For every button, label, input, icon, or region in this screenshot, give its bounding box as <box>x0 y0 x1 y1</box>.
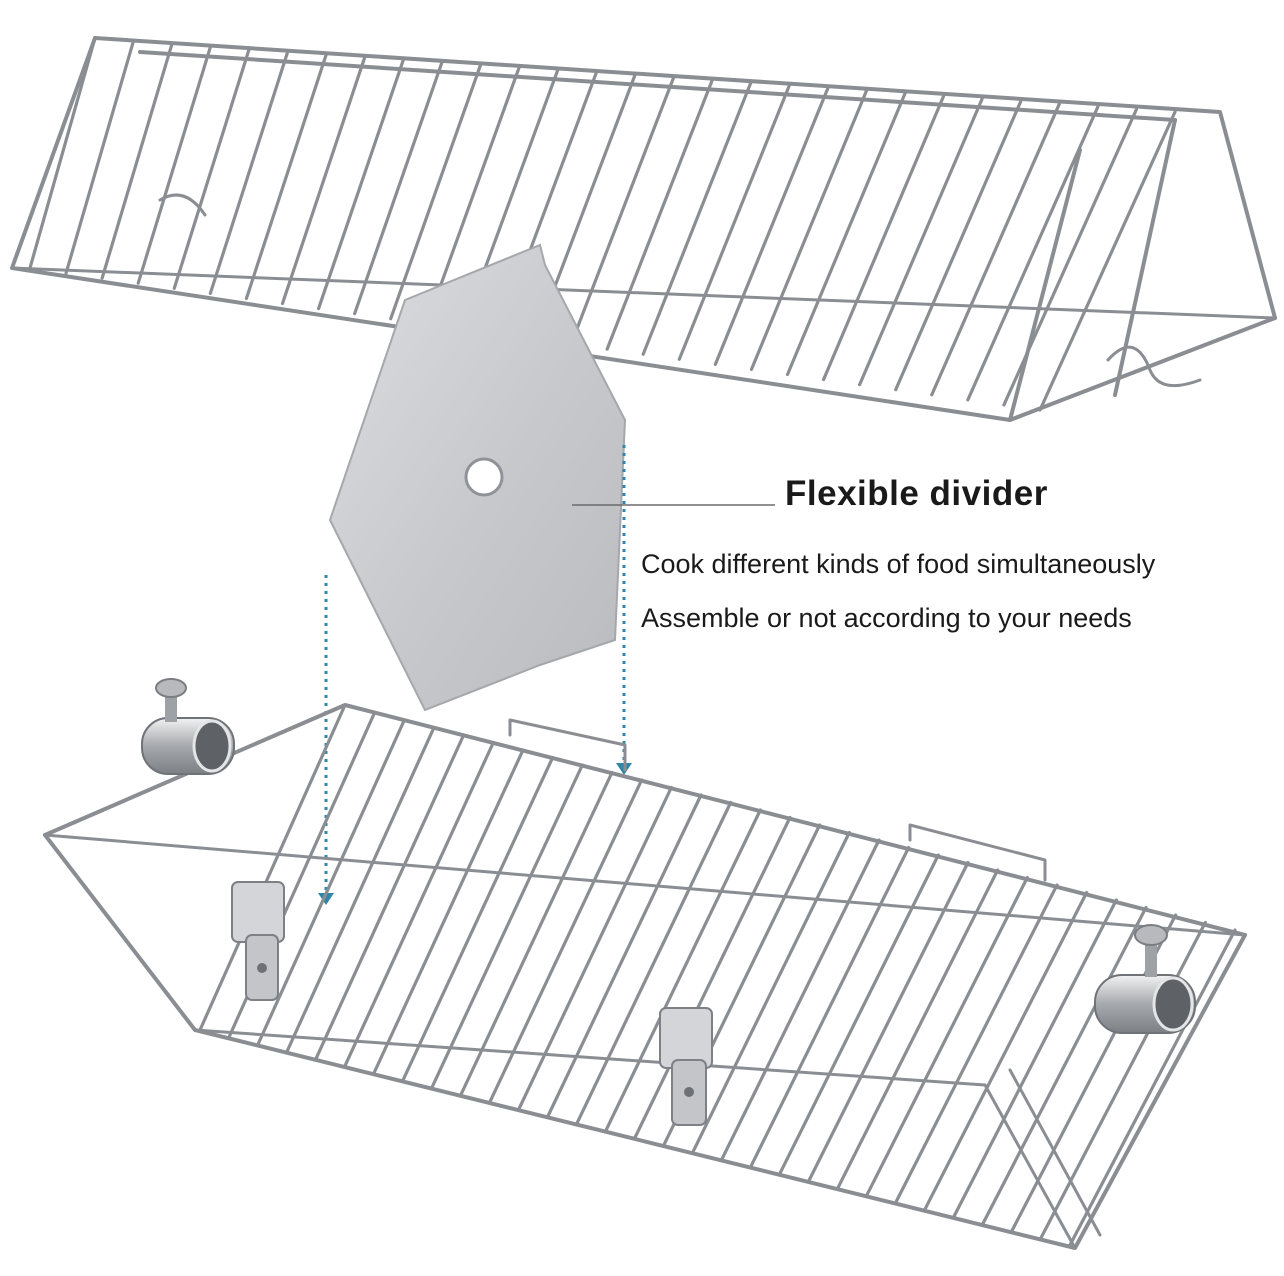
lid-wire-rib <box>677 83 791 361</box>
lid-wire-rib <box>966 105 1100 402</box>
tray-wire-rib <box>923 890 1089 1211</box>
lid-wire-rib <box>353 60 444 316</box>
tray-wire-rib <box>256 718 406 1046</box>
tray-wire-rib <box>749 845 911 1168</box>
callout-title: Flexible divider <box>785 474 1048 513</box>
divider-plate <box>328 243 627 712</box>
lid-wire-rib <box>713 86 830 366</box>
lid-wire-rib <box>821 94 946 382</box>
spit-rod-clamp-right <box>1094 924 1196 1034</box>
lid-wire-rib <box>605 78 714 351</box>
lid-wire-rib <box>785 91 907 377</box>
tray-wire-rib <box>575 800 733 1125</box>
tray-wire-rib <box>778 853 940 1175</box>
lid-wire-rib <box>389 62 483 321</box>
lid-wire-rib <box>930 102 1061 397</box>
callout-line-1: Cook different kinds of food simultaneou… <box>641 549 1156 579</box>
tray-wire-rib <box>865 875 1029 1197</box>
lid-wire-rib <box>641 81 753 356</box>
lid-wire-rib <box>858 97 984 387</box>
lid-wire-rib <box>280 54 367 306</box>
lid-wire-rib <box>1038 110 1177 412</box>
tray-wire-rib <box>285 725 436 1054</box>
tray-wire-rib <box>314 733 466 1061</box>
spring-latch-left <box>231 881 285 1001</box>
tray-wire-rib <box>691 830 851 1154</box>
tray-wire-rib <box>720 838 881 1161</box>
tray-wire-rib <box>430 763 584 1089</box>
lid-wire-rib <box>208 49 290 295</box>
tray-wire-rib <box>1068 928 1237 1247</box>
tray-wire-rib <box>1039 920 1207 1240</box>
tray-wire-rib <box>836 868 1000 1190</box>
top-basket-lid <box>10 36 1277 422</box>
bottom-basket-tray <box>43 703 1247 1250</box>
lid-wire-rib <box>136 44 213 285</box>
lid-wire-rib <box>316 57 406 311</box>
callout-line-2: Assemble or not according to your needs <box>641 603 1132 633</box>
tray-wire-rib <box>604 808 762 1132</box>
lid-wire-rib <box>749 89 869 372</box>
spring-latch-right <box>659 1007 713 1126</box>
assembly-guide-lines <box>324 445 626 895</box>
tray-wire-rib <box>517 785 673 1111</box>
tray-wire-rib <box>633 815 792 1140</box>
tray-wire-rib <box>488 778 644 1104</box>
lid-wire-rib <box>569 76 676 346</box>
lid-wire-rib <box>425 65 521 326</box>
lid-wire-rib <box>172 46 251 290</box>
tray-wire-rib <box>981 905 1148 1226</box>
tray-wire-rib <box>807 860 970 1183</box>
tray-wire-rib <box>401 755 555 1082</box>
tray-wire-rib <box>372 748 525 1075</box>
lid-wire-rib <box>64 39 136 275</box>
tray-wire-rib <box>459 770 614 1097</box>
spit-rod-clamp-left <box>141 678 235 775</box>
tray-wire-rib <box>343 740 495 1068</box>
lid-wire-rib <box>100 41 174 280</box>
lid-wire-rib <box>244 52 329 301</box>
tray-wire-rib <box>952 898 1118 1218</box>
lid-wire-rib <box>894 99 1023 392</box>
tray-wire-rib <box>546 793 703 1118</box>
tray-wire-rib <box>894 883 1059 1204</box>
lid-wire-rib <box>28 36 97 270</box>
tray-wire-rib <box>198 703 347 1032</box>
